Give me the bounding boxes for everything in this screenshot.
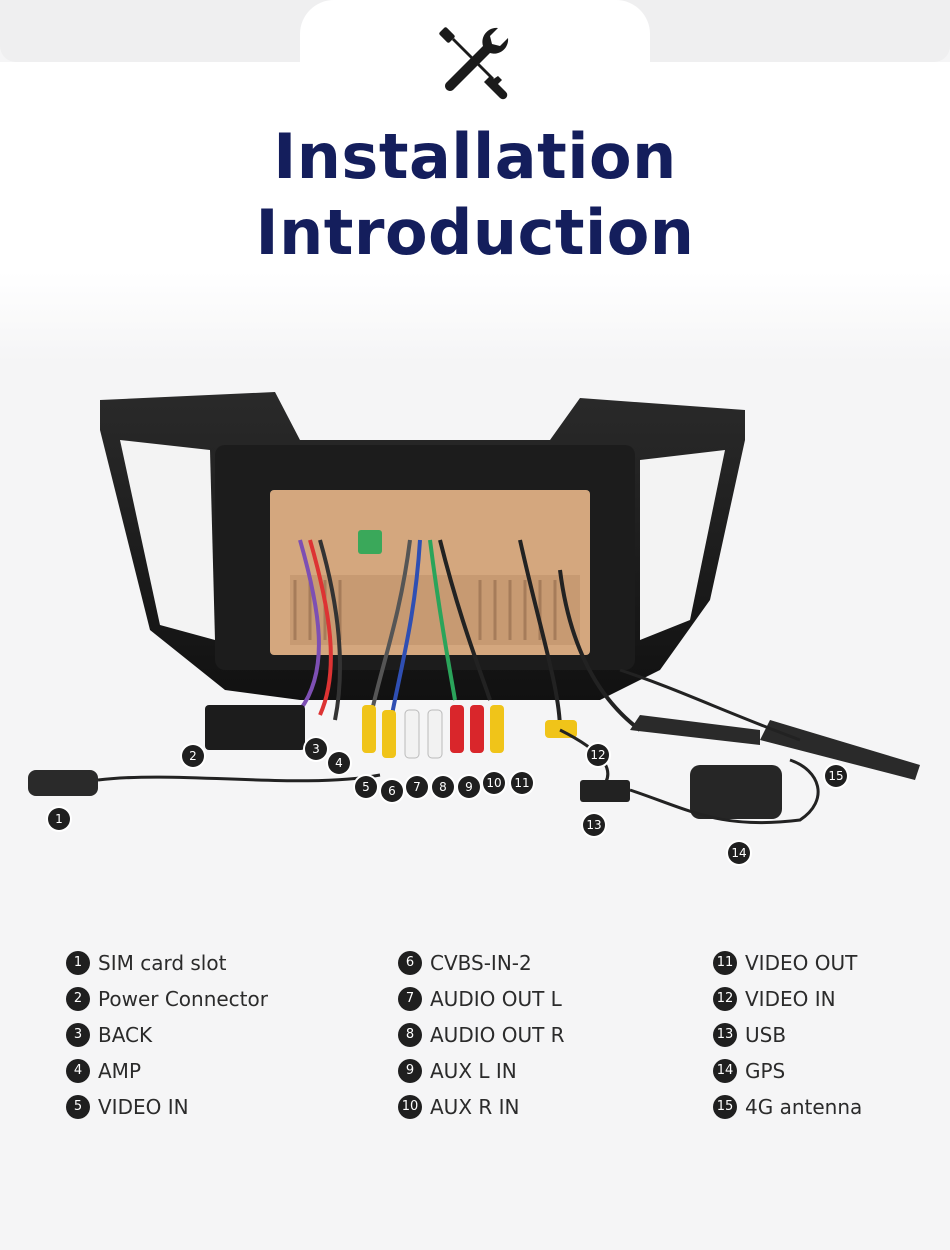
screwdriver-wrench-icon [439,27,509,100]
legend-number: 5 [66,1095,90,1119]
callout-4: 4 [328,752,350,774]
legend-number: 9 [398,1059,422,1083]
legend-number: 10 [398,1095,422,1119]
callout-5: 5 [355,776,377,798]
legend-number: 4 [66,1059,90,1083]
legend-item: 15 4G antenna [713,1089,862,1125]
legend-label: AUDIO OUT R [430,1023,565,1047]
legend-label: SIM card slot [98,951,227,975]
legend-item: 14 GPS [713,1053,862,1089]
legend-number: 7 [398,987,422,1011]
legend-item: 5 VIDEO IN [66,1089,268,1125]
legend-label: VIDEO IN [98,1095,189,1119]
legend-label: 4G antenna [745,1095,863,1119]
legend-number: 11 [713,951,737,975]
legend-label: USB [745,1023,787,1047]
legend-number: 3 [66,1023,90,1047]
legend-item: 3 BACK [66,1017,268,1053]
legend-label: Power Connector [98,987,268,1011]
callout-10: 10 [483,772,505,794]
callout-11: 11 [511,772,533,794]
legend-number: 15 [713,1095,737,1119]
title-line-2: Introduction [255,196,695,269]
legend-label: CVBS-IN-2 [430,951,532,975]
legend-label: GPS [745,1059,786,1083]
legend-label: AUDIO OUT L [430,987,562,1011]
4g-antenna [630,715,760,745]
legend-number: 14 [713,1059,737,1083]
legend-label: AMP [98,1059,141,1083]
legend-item: 4 AMP [66,1053,268,1089]
legend-number: 1 [66,951,90,975]
rca-plugs [362,705,577,759]
callout-1: 1 [48,808,70,830]
legend-item: 8 AUDIO OUT R [398,1017,565,1053]
legend-label: VIDEO IN [745,987,836,1011]
legend-label: VIDEO OUT [745,951,858,975]
legend-item: 11 VIDEO OUT [713,945,862,981]
callout-14: 14 [728,842,750,864]
legend-item: 12 VIDEO IN [713,981,862,1017]
power-connector [205,705,305,750]
legend-label: AUX L IN [430,1059,517,1083]
legend-number: 13 [713,1023,737,1047]
callout-12: 12 [587,744,609,766]
legend-label: AUX R IN [430,1095,520,1119]
legend-item: 13 USB [713,1017,862,1053]
legend-item: 10 AUX R IN [398,1089,565,1125]
callout-3: 3 [305,738,327,760]
legend-number: 2 [66,987,90,1011]
product-photo [28,392,920,825]
callout-2: 2 [182,745,204,767]
callout-6: 6 [381,780,403,802]
callout-8: 8 [432,776,454,798]
callout-13: 13 [583,814,605,836]
sim-module [28,770,98,796]
usb-plug [580,780,630,802]
callout-7: 7 [406,776,428,798]
callout-9: 9 [458,776,480,798]
legend-column-3: 11 VIDEO OUT 12 VIDEO IN 13 USB 14 GPS 15 4G … [713,945,862,1125]
title-line-1: Installation [273,120,677,193]
legend-item: 2 Power Connector [66,981,268,1017]
legend-item: 7 AUDIO OUT L [398,981,565,1017]
legend-label: BACK [98,1023,153,1047]
legend-number: 12 [713,987,737,1011]
hero-background [0,62,950,362]
legend-item: 6 CVBS-IN-2 [398,945,565,981]
legend-item: 9 AUX L IN [398,1053,565,1089]
callout-15: 15 [825,765,847,787]
legend-item: 1 SIM card slot [66,945,268,981]
legend-number: 8 [398,1023,422,1047]
gps-module [690,765,782,819]
legend-number: 6 [398,951,422,975]
